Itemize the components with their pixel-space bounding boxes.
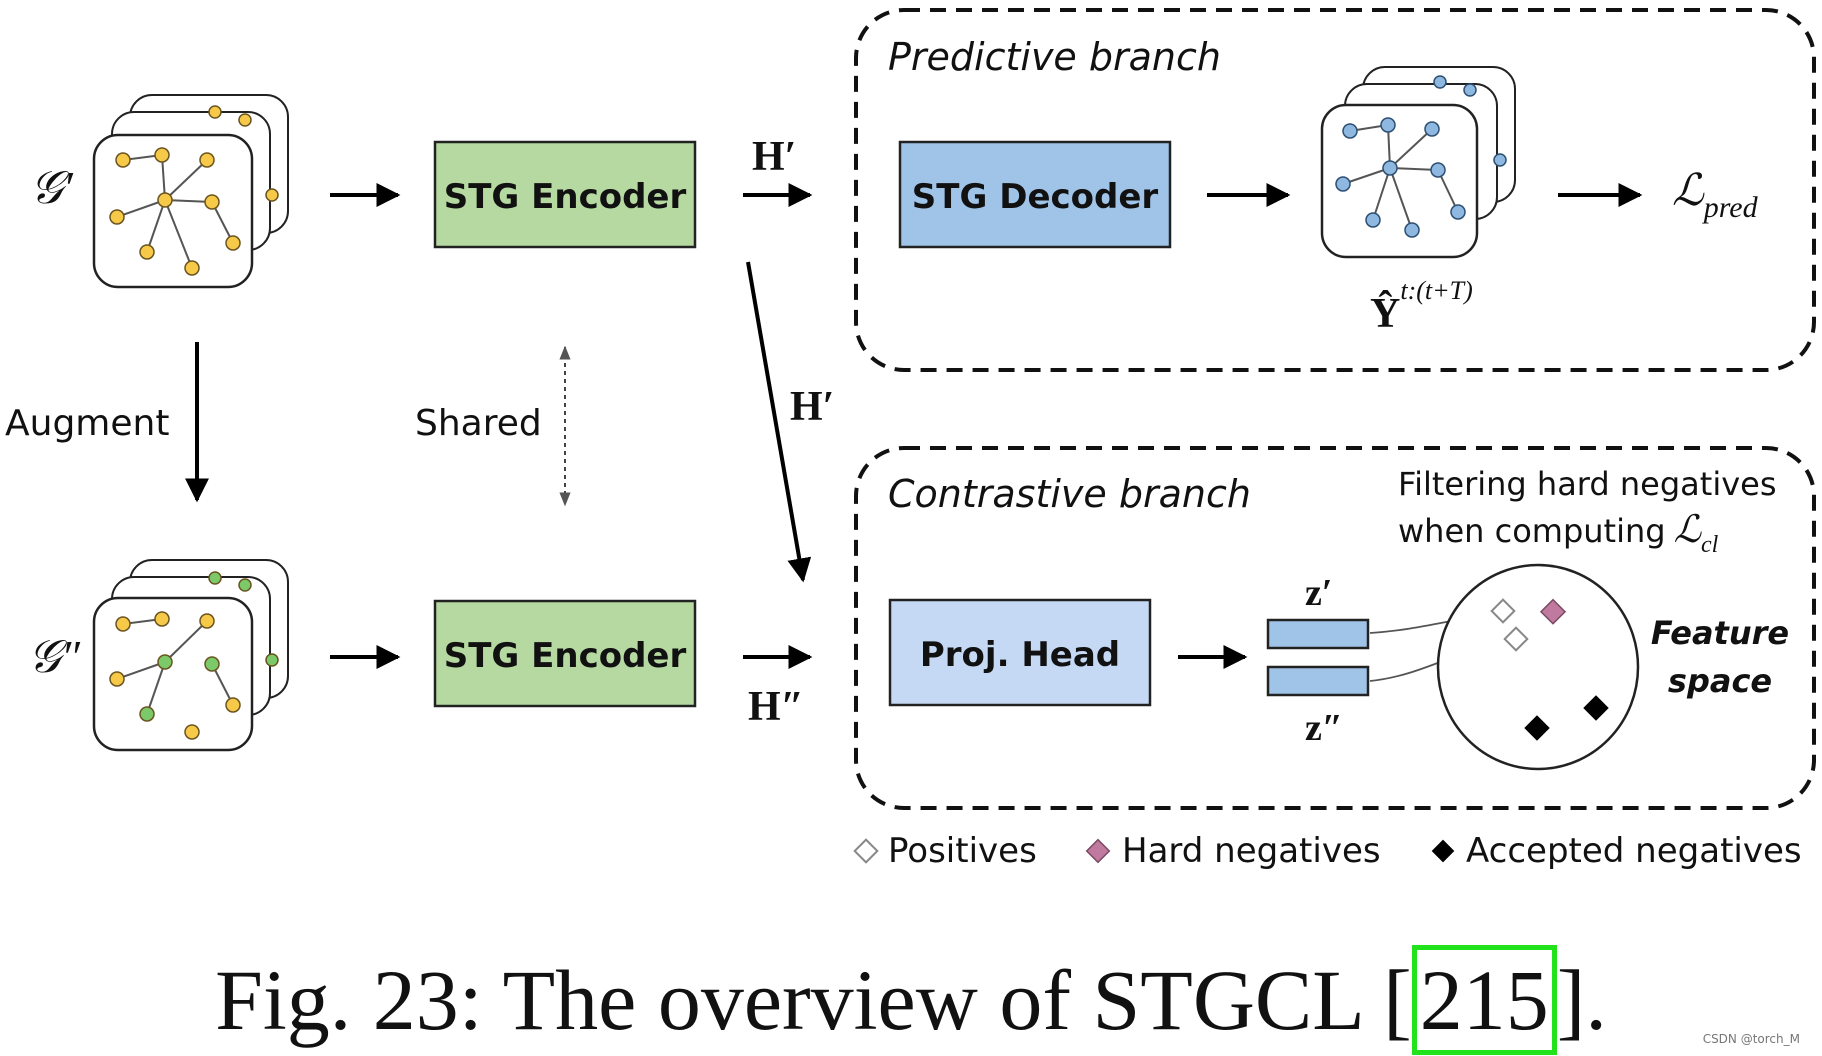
- proj-head: Proj. Head: [888, 598, 1152, 707]
- loss-pred-label: ℒpred: [1672, 166, 1759, 224]
- predictive-branch-box: [854, 8, 1816, 372]
- stg-encoder-top-label: STG Encoder: [444, 177, 687, 217]
- legend: Positives Hard negatives Accepted negati…: [853, 831, 1802, 871]
- legend-hard-negatives-label: Hard negatives: [1122, 831, 1381, 871]
- figure-caption: Fig. 23: The overview of STGCL [215].: [0, 945, 1822, 1055]
- augmented-graph-stack: [92, 559, 289, 752]
- shared-label: Shared: [415, 403, 542, 444]
- z-double-prime-label: z″: [1305, 707, 1343, 749]
- feature-space-label-line2: space: [1668, 662, 1772, 700]
- original-graph-label: 𝒢′: [30, 162, 74, 213]
- stg-decoder: STG Decoder: [898, 140, 1172, 249]
- prediction-label: Ŷt:(t+T): [1370, 276, 1473, 337]
- contrastive-branch-title: Contrastive branch: [888, 472, 1251, 516]
- z-prime-label: z′: [1305, 572, 1333, 614]
- positive-marker-2: [1503, 626, 1529, 652]
- caption-reference-number: 215: [1419, 952, 1549, 1048]
- augment-label: Augment: [5, 403, 169, 444]
- stg-encoder-bottom: STG Encoder: [433, 599, 697, 708]
- hard-negative-marker: [1539, 598, 1567, 625]
- filter-note-line1: Filtering hard negatives: [1398, 465, 1777, 503]
- feature-space-label-line1: Feature: [1651, 614, 1789, 652]
- stg-encoder-top: STG Encoder: [433, 140, 697, 249]
- proj-head-label: Proj. Head: [920, 635, 1120, 675]
- prediction-graph-stack: [1320, 66, 1516, 259]
- h-prime-diagonal-arrow: [746, 261, 812, 583]
- caption-prefix: Fig. 23: The overview of STGCL [: [215, 952, 1412, 1048]
- caption-suffix: ].: [1556, 952, 1607, 1048]
- stg-encoder-bottom-label: STG Encoder: [444, 636, 687, 676]
- predictive-branch-title: Predictive branch: [888, 35, 1221, 79]
- feature-space-circle: [1436, 563, 1640, 771]
- caption-reference-highlight[interactable]: 215: [1411, 945, 1557, 1055]
- legend-accepted-negative-icon: [1431, 839, 1455, 863]
- z-double-prime-vector: [1266, 665, 1370, 697]
- h-prime-diagonal-label: H′: [790, 384, 834, 430]
- legend-hard-negative-icon: [1085, 838, 1111, 864]
- watermark: CSDN @torch_M: [1702, 1032, 1800, 1046]
- augmented-graph-label: 𝒢″: [28, 631, 81, 682]
- legend-positive-icon: [853, 838, 879, 864]
- h-prime-top-label: H′: [752, 134, 796, 180]
- positive-marker-1: [1490, 598, 1516, 624]
- legend-positives-label: Positives: [888, 831, 1037, 871]
- original-graph-stack: [92, 94, 289, 289]
- z-prime-vector: [1266, 618, 1370, 650]
- stg-decoder-label: STG Decoder: [912, 177, 1159, 217]
- legend-accepted-negatives-label: Accepted negatives: [1466, 831, 1802, 871]
- contrastive-branch-box: [854, 446, 1816, 810]
- h-double-prime-label: H″: [748, 684, 804, 730]
